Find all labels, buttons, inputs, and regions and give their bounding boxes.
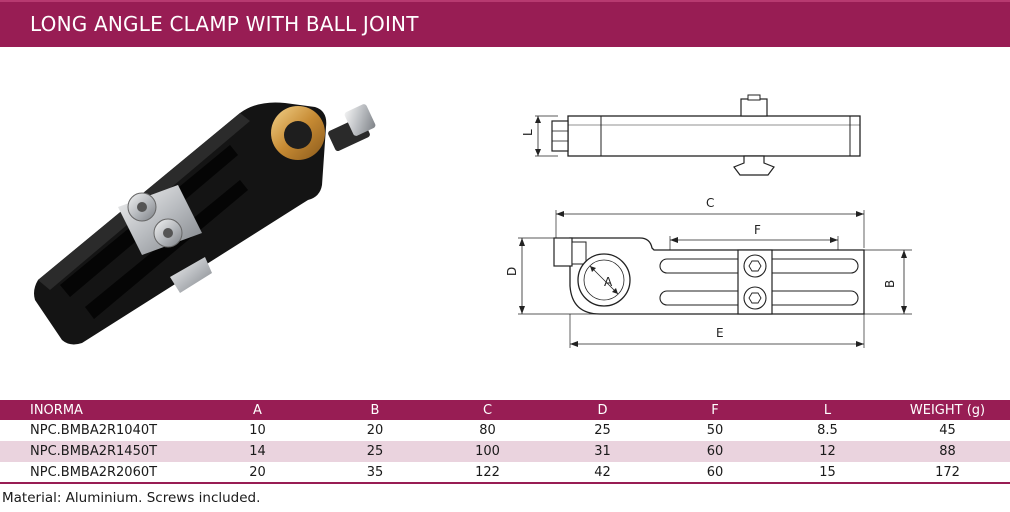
page-title: LONG ANGLE CLAMP WITH BALL JOINT [30, 12, 419, 36]
product-photo [34, 102, 376, 345]
table-cell: 20 [366, 423, 384, 438]
dim-label-l: L [521, 129, 535, 136]
material-note: Material: Aluminium. Screws included. [2, 490, 261, 506]
table-row: NPC.BMBA2R1450T 14 25 100 31 60 12 88 [0, 441, 1010, 462]
table-cell: 25 [594, 423, 611, 438]
table-cell: 172 [885, 462, 1010, 484]
dim-label-b: B [883, 280, 897, 288]
table-cell: 100 [430, 441, 545, 462]
table-cell: 88 [885, 441, 1010, 462]
table-cell: 15 [770, 462, 885, 484]
col-header: WEIGHT (g) [885, 400, 1010, 420]
col-header: C [430, 400, 545, 420]
table-cell: 14 [195, 441, 320, 462]
dim-label-e: E [716, 326, 724, 340]
col-header: B [320, 400, 430, 420]
table-cell: NPC.BMBA2R1450T [0, 441, 195, 462]
spec-table: INORMA A B C D F L WEIGHT (g) NPC.BMBA2R… [0, 400, 1010, 484]
col-header: D [545, 400, 660, 420]
table-cell: 12 [770, 441, 885, 462]
table-cell: 60 [660, 441, 770, 462]
dim-label-d: D [505, 267, 519, 276]
table-cell: 10 [249, 423, 266, 438]
table-row: NPC.BMBA2R2060T 20 35 122 42 60 15 172 [0, 462, 1010, 484]
table-cell: 80 [479, 423, 496, 438]
col-header: F [660, 400, 770, 420]
dim-label-f: F [754, 223, 761, 237]
table-cell: 20 [195, 462, 320, 484]
col-header: INORMA [0, 400, 195, 420]
table-cell: 25 [320, 441, 430, 462]
table-cell: 60 [660, 462, 770, 484]
table-row: NPC.BMBA2R1040T 10 20 80 25 50 8.5 45 [0, 420, 1010, 441]
table-cell: 42 [545, 462, 660, 484]
table-cell: NPC.BMBA2R1040T [30, 423, 158, 438]
table-cell: 122 [430, 462, 545, 484]
table-cell: 35 [320, 462, 430, 484]
title-bar: LONG ANGLE CLAMP WITH BALL JOINT [0, 0, 1010, 47]
col-header: A [195, 400, 320, 420]
table-cell: 50 [706, 423, 724, 438]
table-cell: 31 [545, 441, 660, 462]
dim-label-a: A [604, 275, 613, 289]
side-view-drawing: L [521, 94, 861, 176]
table-cell: 8.5 [817, 423, 838, 438]
col-header: L [770, 400, 885, 420]
table-cell: 45 [939, 423, 956, 438]
table-cell: NPC.BMBA2R2060T [0, 462, 195, 484]
table-header-row: INORMA A B C D F L WEIGHT (g) [0, 400, 1010, 420]
dim-label-c: C [706, 196, 714, 210]
top-view-drawing: C F A D B E [505, 196, 912, 348]
